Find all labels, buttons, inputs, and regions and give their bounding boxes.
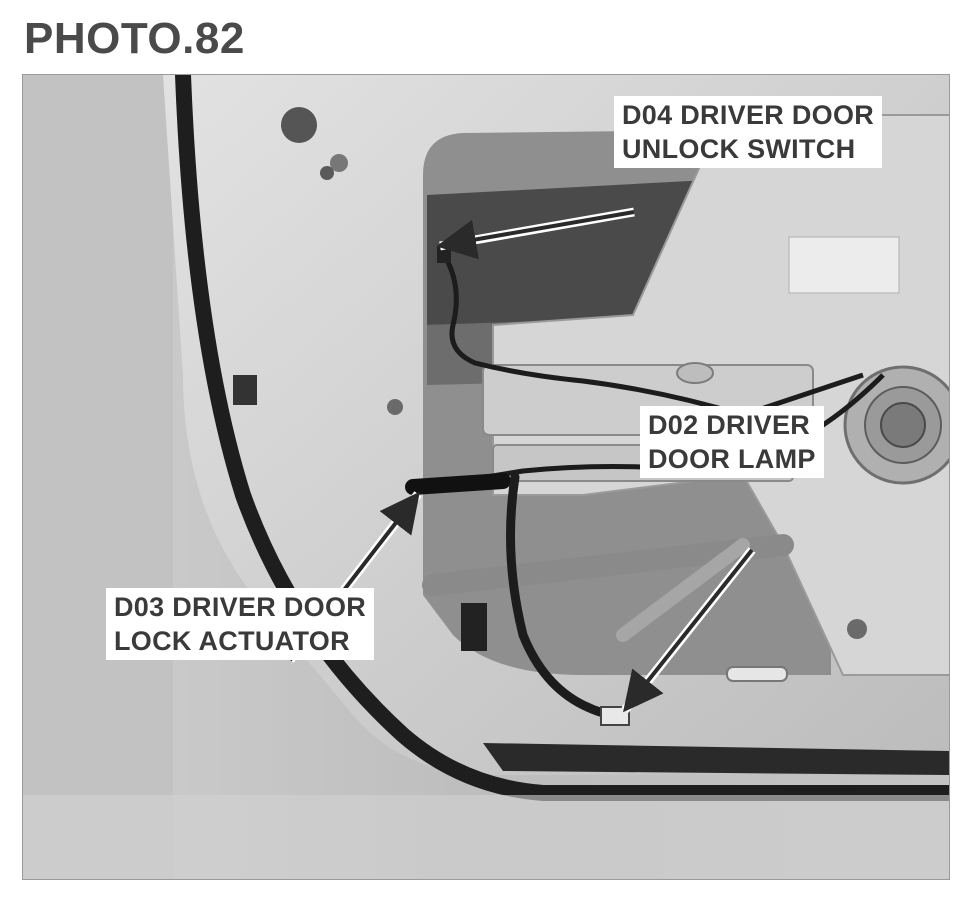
weatherstrip-seal [175, 75, 949, 801]
wiring-harness-lower [506, 472, 628, 722]
lock-actuator-connector [405, 473, 511, 495]
callout-d04-unlock-switch: D04 DRIVER DOOR UNLOCK SWITCH [614, 96, 883, 168]
kia-logo-emboss [676, 362, 714, 384]
callout-d02-door-lamp: D02 DRIVER DOOR LAMP [640, 406, 824, 478]
panel-hole [330, 154, 348, 172]
panel-hole [387, 399, 403, 415]
motor-spring-inner [880, 402, 926, 448]
lower-seal [483, 743, 949, 775]
panel-hole [281, 107, 317, 143]
panel-sticker [788, 236, 900, 294]
door-edge [23, 75, 173, 879]
panel-hole [320, 166, 334, 180]
arrow-d02 [623, 548, 754, 713]
callout-d02-line2: DOOR LAMP [648, 444, 816, 474]
callout-d03-lock-actuator: D03 DRIVER DOOR LOCK ACTUATOR [106, 588, 375, 660]
callout-d02-line1: D02 DRIVER [648, 410, 811, 440]
edge-clip [233, 375, 257, 405]
door-lamp-connector [600, 706, 630, 726]
callout-d04-line1: D04 DRIVER DOOR [622, 100, 875, 130]
callout-d04-line2: UNLOCK SWITCH [622, 134, 856, 164]
panel-clip [461, 603, 487, 651]
arrow-d04 [436, 210, 635, 260]
callout-d03-line2: LOCK ACTUATOR [114, 626, 350, 656]
drain-slot [726, 666, 788, 682]
regulator-arm-diagonal [616, 538, 750, 642]
panel-hole [847, 619, 867, 639]
photo-title: PHOTO.82 [24, 14, 245, 63]
callout-d03-line1: D03 DRIVER DOOR [114, 592, 367, 622]
bottom-area [23, 795, 949, 879]
